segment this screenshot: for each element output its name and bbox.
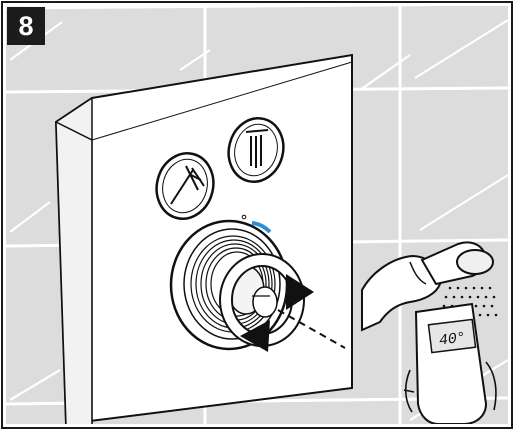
shower-head-face [457, 250, 493, 274]
thermometer-reading: 40° [438, 329, 467, 349]
step-number-badge: 8 [7, 7, 45, 45]
